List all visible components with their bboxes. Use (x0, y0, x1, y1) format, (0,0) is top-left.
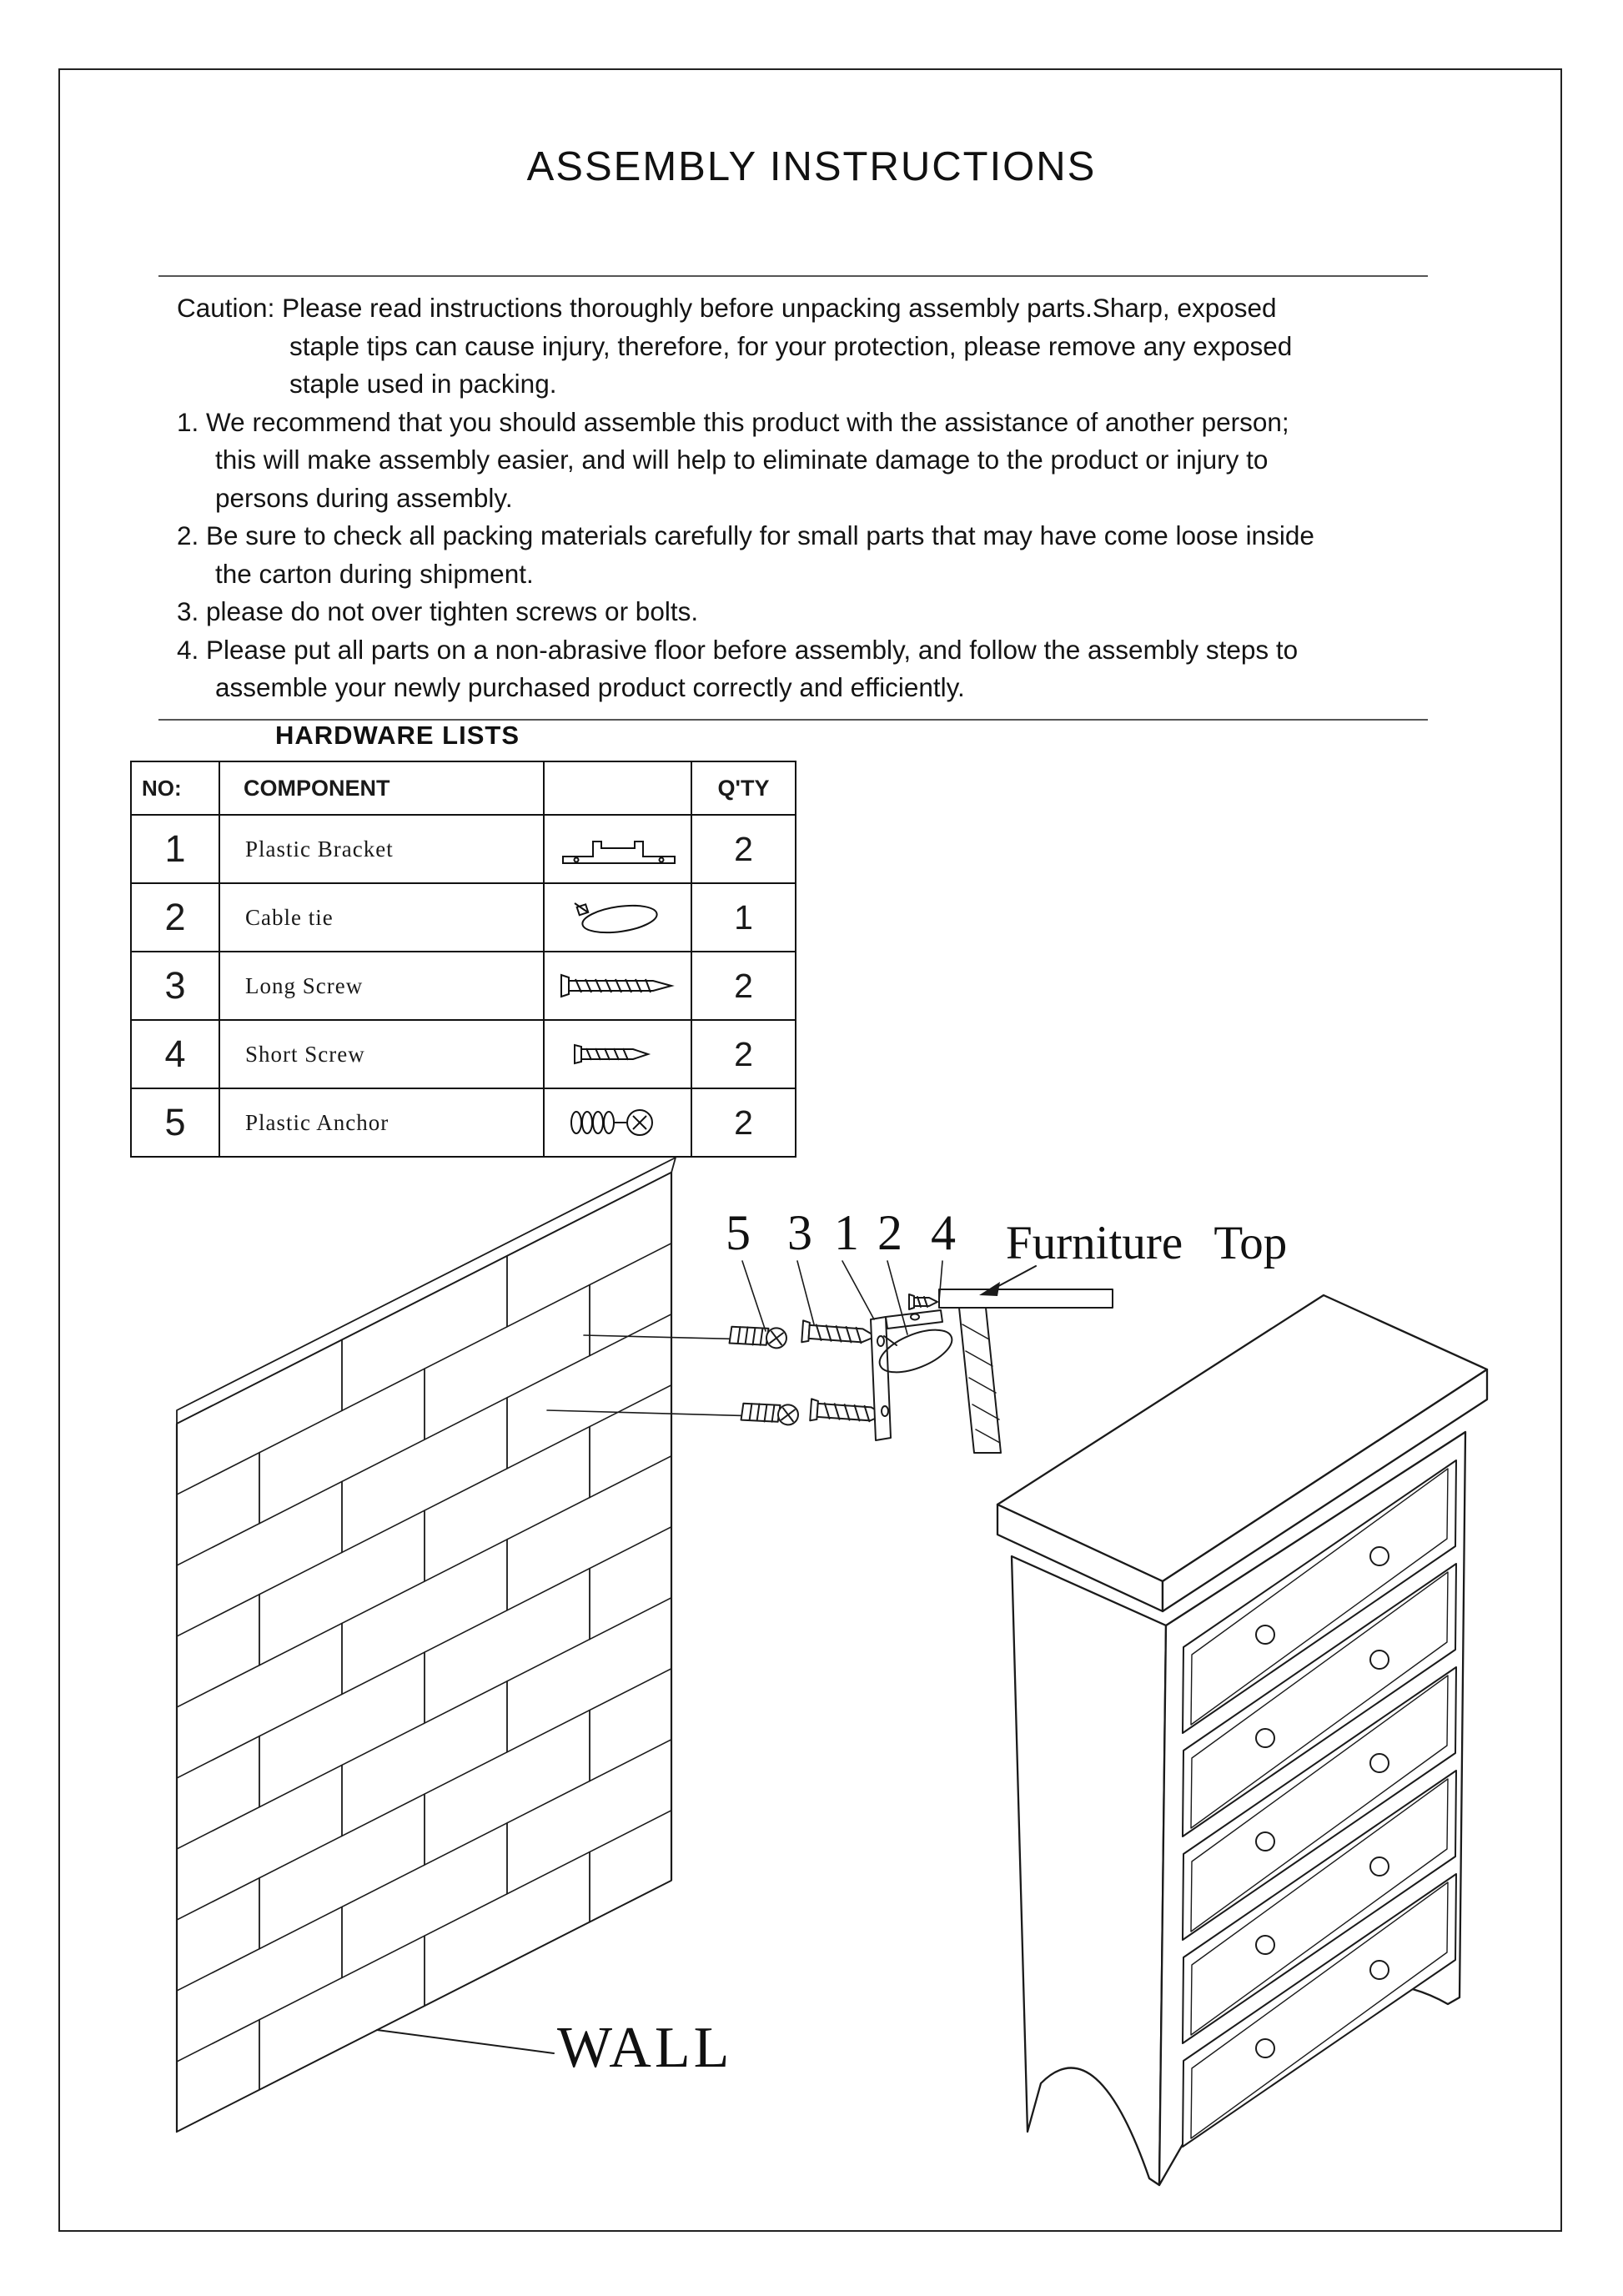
brick-wall (175, 1157, 676, 2133)
hardware-qty: 2 (691, 1019, 796, 1089)
hardware-qty: 2 (691, 951, 796, 1021)
dresser-drawers (1182, 1459, 1457, 2148)
page-border (58, 68, 1562, 2232)
caution-line: staple used in packing. (289, 369, 557, 399)
hardware-no: 3 (130, 951, 220, 1021)
callout-4: 4 (931, 1205, 956, 1260)
dresser (996, 1294, 1489, 2187)
hardware-component: Plastic Bracket (219, 814, 545, 884)
hardware-row: 2 Cable tie 1 (130, 882, 796, 952)
short-screw (908, 1294, 938, 1310)
divider-line-top (158, 275, 1428, 277)
page-title: ASSEMBLY INSTRUCTIONS (526, 144, 1097, 189)
hardware-component: Short Screw (219, 1019, 545, 1089)
callout-5: 5 (726, 1205, 751, 1260)
plastic-anchor-lower (740, 1397, 801, 1429)
caution-line: staple tips can cause injury, therefore,… (289, 330, 1293, 361)
hardware-row: 4 Short Screw 2 (130, 1019, 796, 1089)
wall-label: WALL (557, 2016, 733, 2080)
plastic-bracket (870, 1309, 943, 1441)
cable-tie (878, 1329, 953, 1374)
dresser-left-side (1010, 1555, 1168, 2187)
instruction-line: 4. Please put all parts on a non-abrasiv… (177, 634, 1299, 665)
hardware-no: 1 (130, 814, 220, 884)
col-header-illustration (543, 761, 692, 816)
col-header-component: COMPONENT (219, 761, 545, 816)
hardware-qty: 1 (691, 882, 796, 952)
callout-1: 1 (834, 1205, 859, 1260)
instruction-line: 2. Be sure to check all packing material… (177, 520, 1314, 550)
instruction-line: this will make assembly easier, and will… (215, 445, 1269, 475)
furniture-top-arrow (979, 1265, 1037, 1296)
caution-and-instructions: Caution: Please read instructions thorou… (177, 289, 1453, 707)
wall-leader-line (376, 2029, 555, 2054)
divider-line-bottom (158, 719, 1428, 721)
hardware-no: 2 (130, 882, 220, 952)
mounting-hardware (728, 1294, 953, 1441)
hardware-table: NO: COMPONENT Q'TY 1 Plastic Bracket 2 (130, 761, 796, 1158)
instruction-line: persons during assembly. (215, 482, 513, 513)
hardware-no: 5 (130, 1088, 220, 1158)
dresser-knobs (1255, 1546, 1389, 2058)
callout-3: 3 (787, 1205, 812, 1260)
dresser-top-edge-right (1161, 1368, 1489, 1613)
long-screw-icon (560, 973, 675, 998)
instruction-line: the carton during shipment. (215, 558, 534, 589)
hardware-row: 1 Plastic Bracket 2 (130, 814, 796, 884)
furniture-side-panel (958, 1307, 1002, 1454)
col-header-no: NO: (130, 761, 220, 816)
plastic-anchor-upper (728, 1320, 789, 1352)
hardware-component: Cable tie (219, 882, 545, 952)
furniture-top-piece (938, 1289, 1113, 1454)
caution-line: Caution: Please read instructions thorou… (177, 293, 1277, 323)
instruction-line: assemble your newly purchased product co… (215, 672, 965, 702)
instruction-line: 3. please do not over tighten screws or … (177, 596, 699, 626)
hardware-row: 5 Plastic Anchor 2 (130, 1088, 796, 1158)
long-screw-upper (801, 1319, 877, 1349)
hardware-qty: 2 (691, 814, 796, 884)
hardware-no: 4 (130, 1019, 220, 1089)
furniture-top-label: Furniture Top (1006, 1217, 1288, 1269)
hardware-component: Long Screw (219, 951, 545, 1021)
wall-top-edge (176, 1157, 676, 1424)
col-header-qty: Q'TY (691, 761, 796, 816)
callout-2: 2 (877, 1205, 902, 1260)
callout-leader-lines (741, 1260, 943, 1335)
short-screw-icon (573, 1043, 651, 1065)
panel-hatching (962, 1324, 1001, 1444)
hardware-qty: 2 (691, 1088, 796, 1158)
hardware-row: 3 Long Screw 2 (130, 951, 796, 1021)
hardware-lists-heading: HARDWARE LISTS (275, 721, 520, 750)
cable-tie-icon (573, 902, 658, 934)
plastic-anchor-icon (570, 1109, 653, 1136)
hardware-component: Plastic Anchor (219, 1088, 545, 1158)
instruction-line: 1. We recommend that you should assemble… (177, 406, 1289, 437)
plastic-bracket-icon (561, 841, 676, 864)
hardware-header-row: NO: COMPONENT Q'TY (130, 761, 796, 816)
brick-joints (259, 1254, 590, 2091)
wall-guide-lines (546, 1334, 761, 1417)
